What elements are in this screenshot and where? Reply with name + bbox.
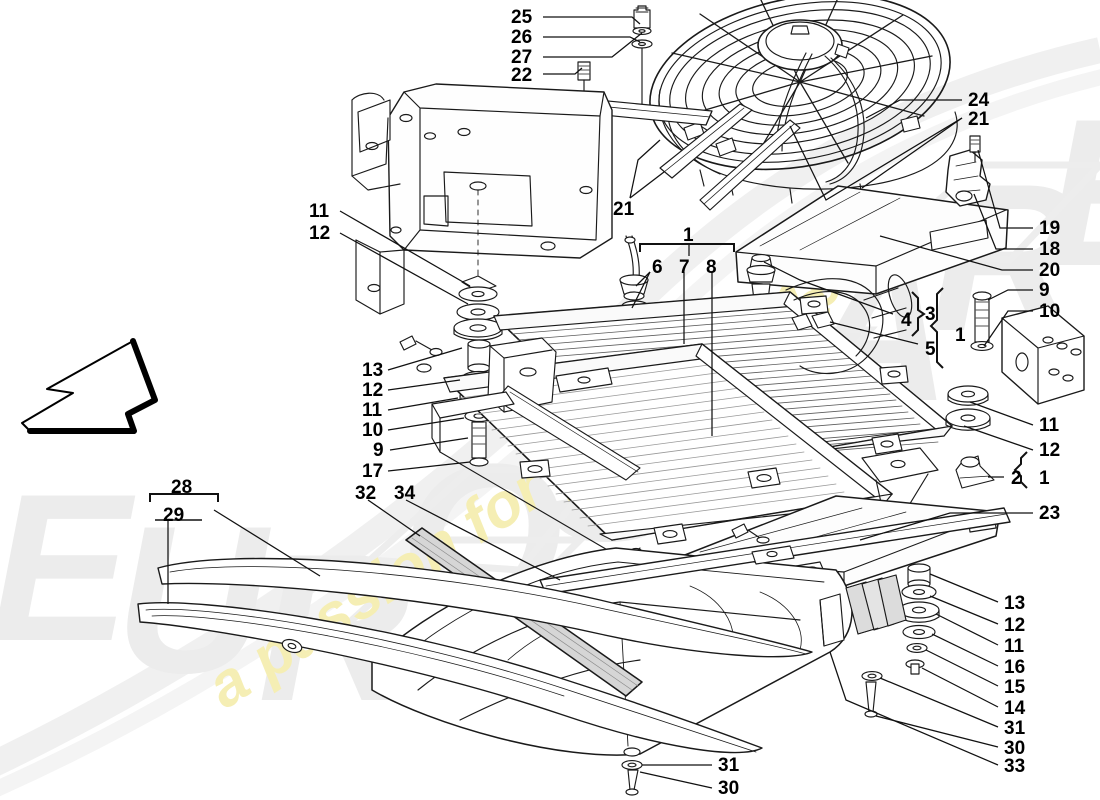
callout-33: 33: [1004, 756, 1026, 777]
callout-16: 16: [1004, 657, 1026, 678]
callout-12-left: 12: [362, 380, 384, 401]
callout-9-right: 9: [1039, 280, 1050, 301]
callout-11-right: 11: [1039, 415, 1060, 436]
callout-21-left: 21: [613, 199, 635, 220]
callout-8: 8: [706, 257, 717, 278]
rubber-plug: [955, 455, 995, 489]
callout-25: 25: [511, 7, 533, 28]
callout-29: 29: [163, 505, 185, 526]
callout-1-right: 1: [955, 325, 966, 346]
callout-27: 27: [511, 47, 533, 68]
callout-3: 3: [925, 304, 936, 325]
bottom-left-bracket: [819, 593, 845, 647]
svg-text:U: U: [115, 482, 271, 717]
callout-1-top: 1: [683, 225, 694, 246]
callout-23: 23: [1039, 503, 1061, 524]
right-bushing-stack: [945, 385, 991, 431]
callout-2: 2: [1011, 468, 1022, 489]
callout-30-right: 30: [1004, 738, 1026, 759]
callout-5: 5: [925, 339, 936, 360]
fan-shroud-bracket: [945, 135, 991, 207]
callout-9-left: 9: [373, 440, 384, 461]
seal-strip-group: [137, 557, 813, 754]
callout-20: 20: [1039, 260, 1061, 281]
callout-13-left: 13: [362, 360, 384, 381]
connector-block: [1001, 305, 1085, 405]
callout-13-bottom: 13: [1004, 593, 1026, 614]
right-bolt-washer: [970, 291, 994, 351]
fan-screw-stack: [631, 5, 653, 114]
callout-17: 17: [362, 461, 384, 482]
callout-14: 14: [1004, 698, 1026, 719]
upper-mounting-bracket: [351, 83, 613, 315]
rubber-pads: [845, 574, 907, 635]
callout-34: 34: [394, 483, 416, 504]
callout-11-upper-left: 11: [309, 201, 330, 222]
callout-12-bottom: 12: [1004, 615, 1026, 636]
direction-of-travel-arrow: [21, 338, 158, 434]
callout-15: 15: [1004, 677, 1026, 698]
callout-18: 18: [1039, 239, 1061, 260]
callout-31-bottom: 31: [718, 755, 740, 776]
callout-12-upper-left: 12: [309, 223, 331, 244]
bracket-marks: [149, 243, 1028, 521]
callout-30-bottom: 30: [718, 778, 740, 799]
callout-1-lower: 1: [1039, 468, 1050, 489]
leader-lines: [167, 16, 1034, 789]
upper-air-duct: [735, 185, 1009, 295]
callout-10-left: 10: [362, 420, 384, 441]
callout-4: 4: [901, 310, 912, 331]
callout-24: 24: [968, 90, 990, 111]
callout-11-left: 11: [362, 400, 383, 421]
expansion-hose: [785, 274, 913, 375]
upper-bushing-stack: [453, 275, 503, 341]
callout-21-right: 21: [968, 109, 990, 130]
svg-text:E: E: [0, 450, 136, 685]
callout-19: 19: [1039, 218, 1061, 239]
bottom-right-fastener-column: [861, 563, 940, 718]
callout-31-right: 31: [1004, 718, 1026, 739]
callout-10-right: 10: [1039, 301, 1061, 322]
bottom-center-fastener: [621, 760, 643, 796]
bracket-small-bolt: [399, 335, 443, 373]
callout-28: 28: [171, 477, 193, 498]
callout-12-right: 12: [1039, 440, 1061, 461]
electric-fan-assembly: [649, 0, 958, 204]
callout-26: 26: [511, 27, 533, 48]
callout-22: 22: [511, 65, 533, 86]
callout-32: 32: [355, 483, 377, 504]
callout-11-bottom: 11: [1004, 636, 1025, 657]
radiator-assembly: [443, 291, 953, 545]
callout-6: 6: [652, 257, 663, 278]
callout-7: 7: [679, 257, 690, 278]
